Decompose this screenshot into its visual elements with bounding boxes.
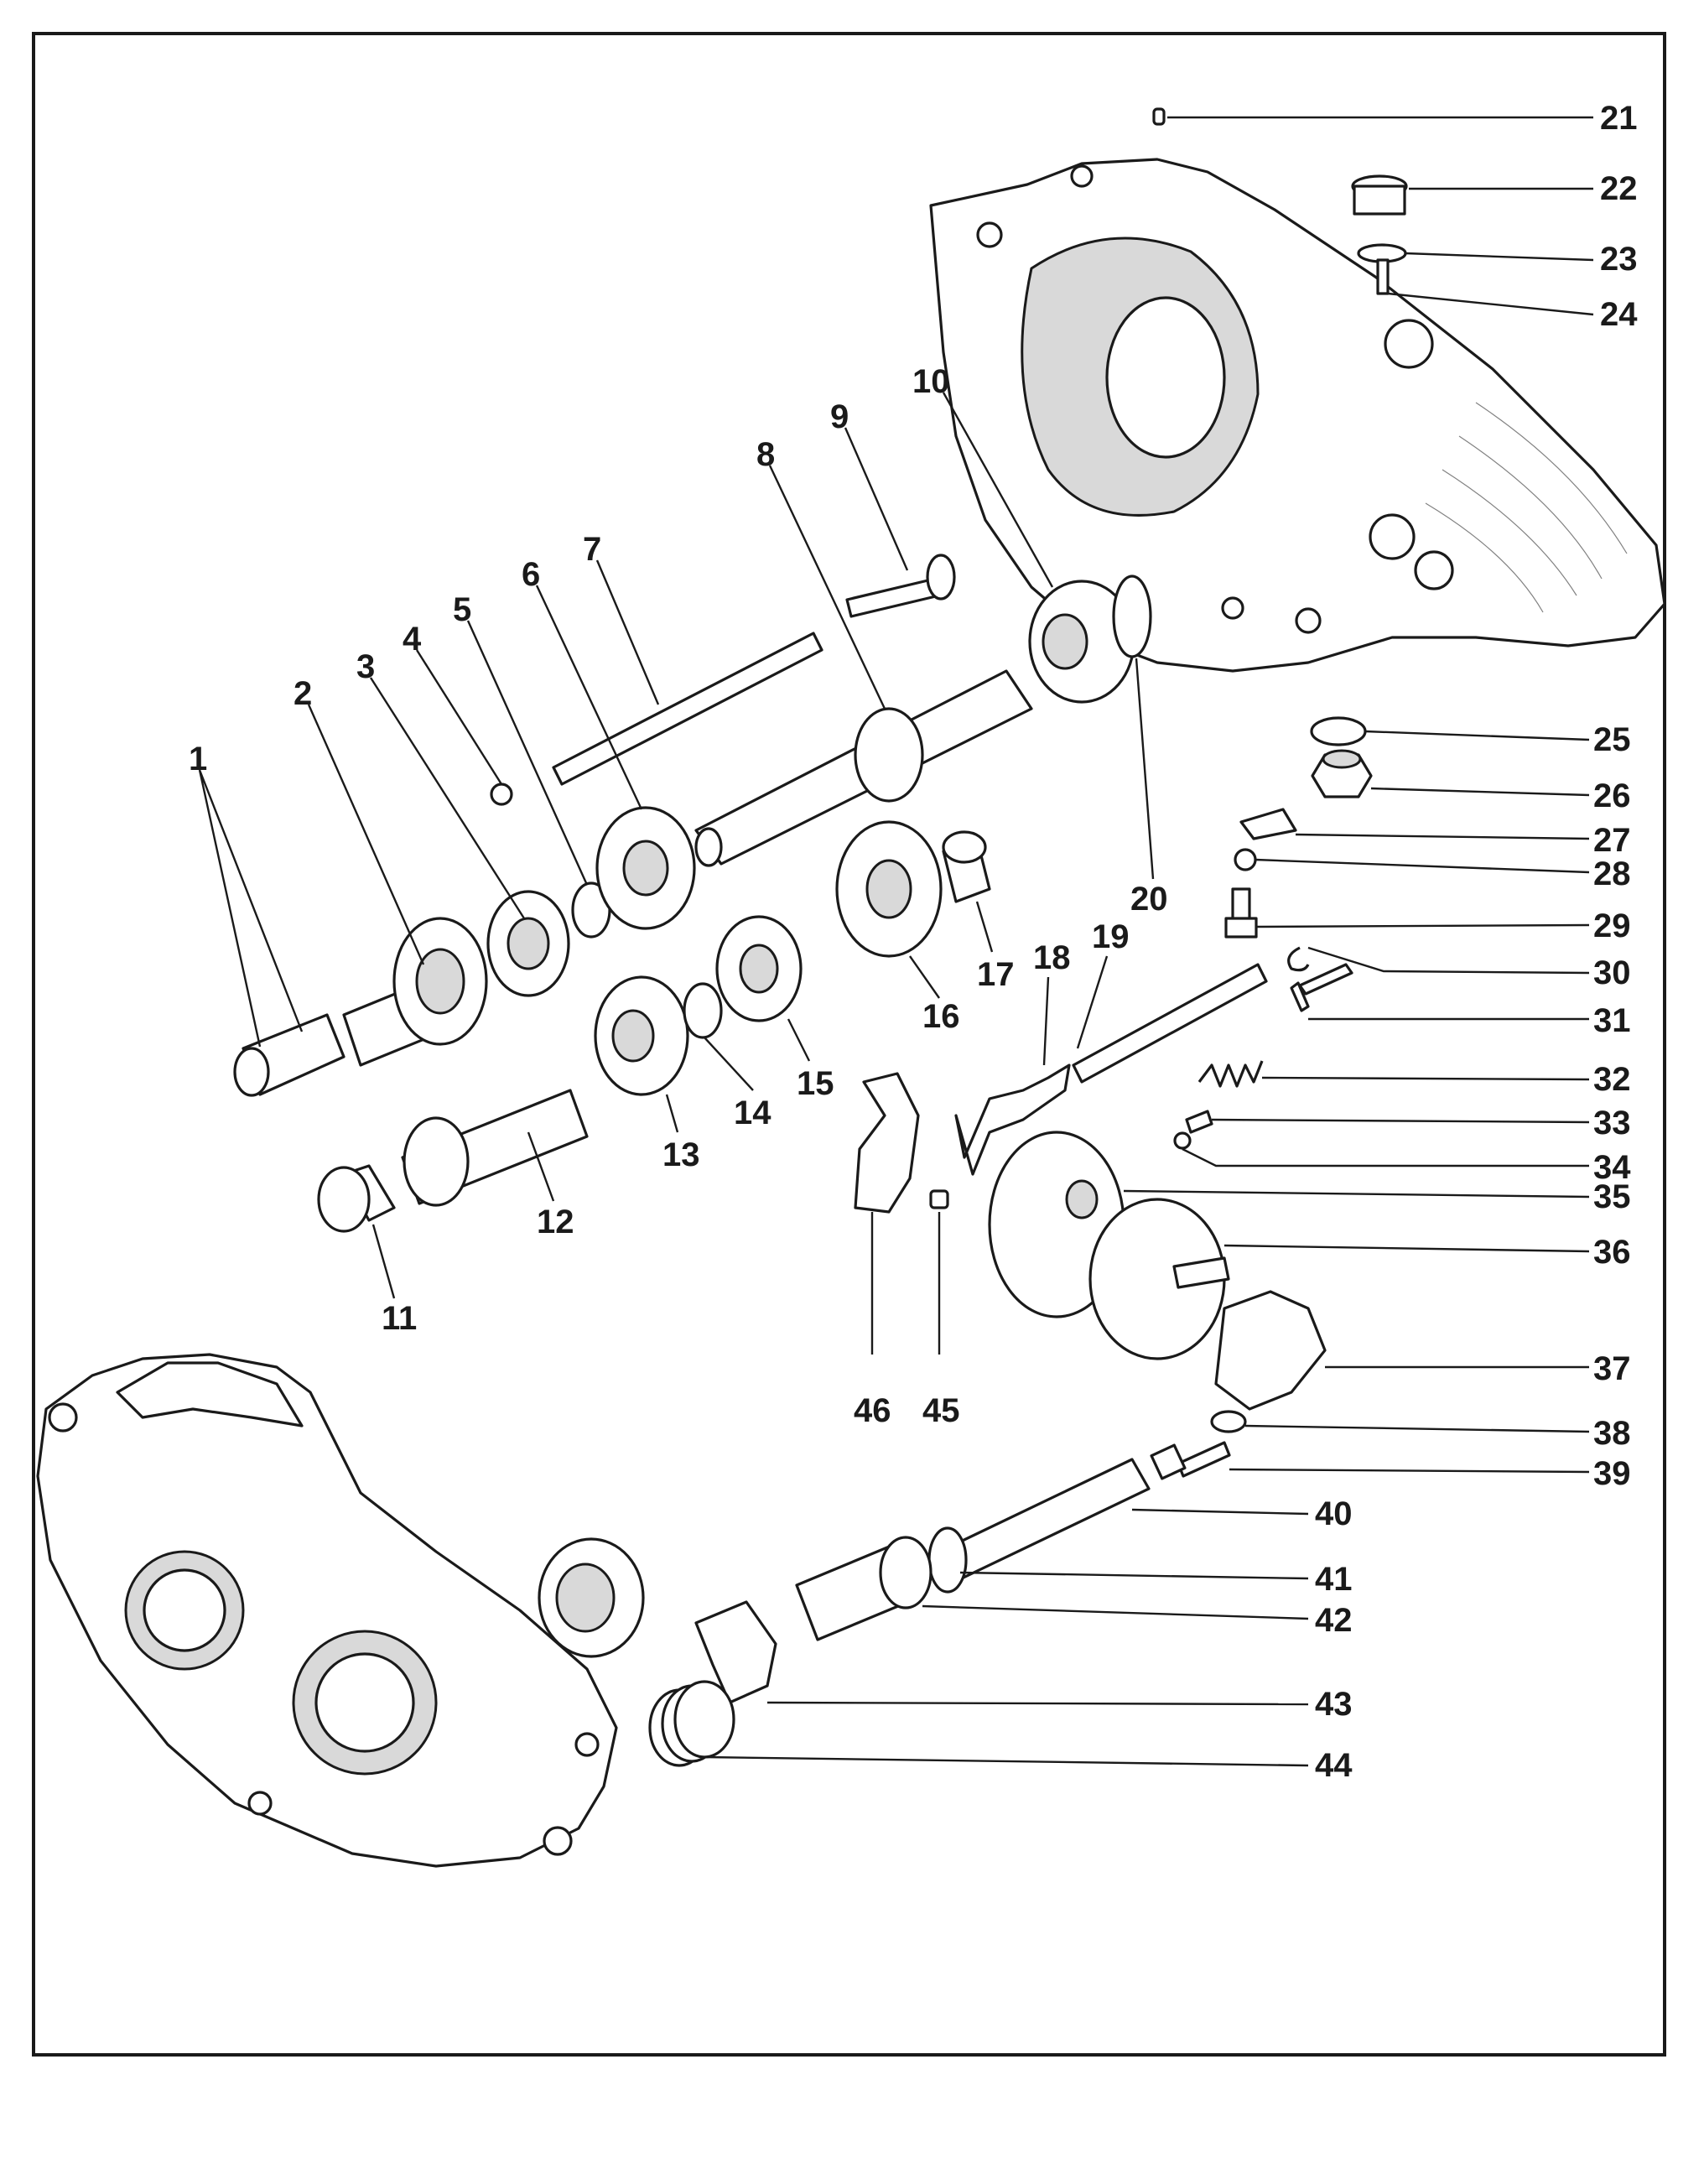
- label-25: 25: [1593, 721, 1631, 758]
- label-14: 14: [734, 1095, 771, 1131]
- label-6: 6: [522, 556, 540, 593]
- part-10-bearing: [1028, 580, 1135, 704]
- label-33: 33: [1593, 1105, 1631, 1141]
- label-23: 23: [1600, 241, 1638, 278]
- label-21: 21: [1600, 100, 1638, 137]
- label-24: 24: [1600, 296, 1638, 333]
- part-6-gear: [595, 806, 696, 930]
- part-36-ratchetplate: [1088, 1198, 1230, 1360]
- part-25-seal: [1310, 716, 1367, 746]
- part-7-rod: [552, 632, 823, 786]
- gearbox-cover: [929, 158, 1666, 673]
- label-28: 28: [1593, 855, 1631, 892]
- part-38-washer: [1210, 1410, 1247, 1433]
- label-37: 37: [1593, 1350, 1631, 1387]
- part-26-nut: [1311, 749, 1373, 798]
- label-39: 39: [1593, 1455, 1631, 1492]
- part-18-fork: [954, 1063, 1071, 1176]
- label-45: 45: [922, 1392, 960, 1429]
- part-46-fork: [854, 1072, 920, 1214]
- crankcase-half: [36, 1353, 618, 1868]
- part-9-pin: [845, 554, 956, 618]
- part-13-gear: [594, 975, 689, 1096]
- part-44-spring: [648, 1680, 735, 1767]
- part-43-pawl-carrier: [694, 1600, 777, 1704]
- part-22-plug: [1351, 174, 1408, 216]
- part-29-bolt: [1224, 887, 1258, 939]
- label-43: 43: [1315, 1686, 1353, 1723]
- part-1-sleeve: [233, 1013, 345, 1097]
- part-11-bush: [317, 1164, 396, 1233]
- label-38: 38: [1593, 1415, 1631, 1452]
- label-44: 44: [1315, 1747, 1353, 1784]
- part-34-ball: [1173, 1131, 1192, 1150]
- label-9: 9: [830, 398, 849, 435]
- part-15-gear: [715, 915, 803, 1022]
- label-32: 32: [1593, 1061, 1631, 1098]
- label-46: 46: [854, 1392, 891, 1429]
- label-27: 27: [1593, 822, 1631, 859]
- callout-labels: 1 2 3 4 5 6 7 8 9 10 11 12 13 14 15 16 1…: [189, 100, 1638, 1784]
- label-42: 42: [1315, 1602, 1353, 1639]
- label-40: 40: [1315, 1495, 1353, 1532]
- part-4-ball: [490, 783, 513, 806]
- part-31-pin: [1290, 963, 1353, 1012]
- diagram-frame: [32, 32, 1666, 2057]
- label-4: 4: [403, 621, 422, 658]
- label-22: 22: [1600, 170, 1638, 207]
- part-30-circlip: [1287, 946, 1310, 972]
- label-41: 41: [1315, 1561, 1353, 1598]
- part-8-mainshaft: [694, 669, 1033, 867]
- label-34: 34: [1593, 1149, 1631, 1186]
- label-31: 31: [1593, 1002, 1631, 1039]
- part-39-bolt: [1150, 1441, 1231, 1480]
- part-3-gear: [486, 890, 570, 997]
- part-2-gear: [342, 917, 488, 1067]
- label-13: 13: [662, 1136, 700, 1173]
- label-10: 10: [912, 363, 950, 400]
- leader-lines: [198, 116, 1594, 1767]
- part-42-selector-body: [795, 1536, 933, 1641]
- label-30: 30: [1593, 954, 1631, 991]
- label-5: 5: [453, 591, 471, 628]
- label-8: 8: [756, 436, 775, 473]
- label-15: 15: [797, 1065, 834, 1102]
- part-16-gear: [835, 820, 943, 958]
- part-24-stem: [1376, 258, 1390, 295]
- label-7: 7: [583, 531, 601, 568]
- label-18: 18: [1033, 939, 1071, 976]
- label-26: 26: [1593, 777, 1631, 814]
- label-3: 3: [356, 648, 375, 685]
- label-19: 19: [1092, 918, 1130, 955]
- part-41-collar: [927, 1526, 968, 1594]
- label-16: 16: [922, 998, 960, 1035]
- label-17: 17: [977, 956, 1015, 993]
- label-36: 36: [1593, 1234, 1631, 1271]
- part-32-spring: [1197, 1060, 1264, 1088]
- label-1: 1: [189, 741, 207, 777]
- part-28-lockwasher: [1234, 848, 1257, 871]
- part-19-rod: [1072, 963, 1268, 1084]
- part-12-layshaft: [401, 1089, 589, 1207]
- part-21-pin: [1152, 107, 1166, 126]
- label-29: 29: [1593, 907, 1631, 944]
- part-33-plunger: [1185, 1110, 1213, 1134]
- label-2: 2: [294, 675, 312, 712]
- part-14-ring: [683, 982, 723, 1039]
- label-35: 35: [1593, 1178, 1631, 1215]
- part-27-clip: [1239, 808, 1297, 840]
- part-37-bracket: [1214, 1290, 1327, 1411]
- label-11: 11: [382, 1300, 417, 1337]
- label-12: 12: [537, 1204, 574, 1240]
- bearing-crankcase: [538, 1537, 645, 1658]
- part-45-screw: [929, 1189, 949, 1209]
- part-20-circlip: [1112, 575, 1152, 658]
- label-20: 20: [1130, 881, 1168, 918]
- part-17-bush: [942, 830, 991, 903]
